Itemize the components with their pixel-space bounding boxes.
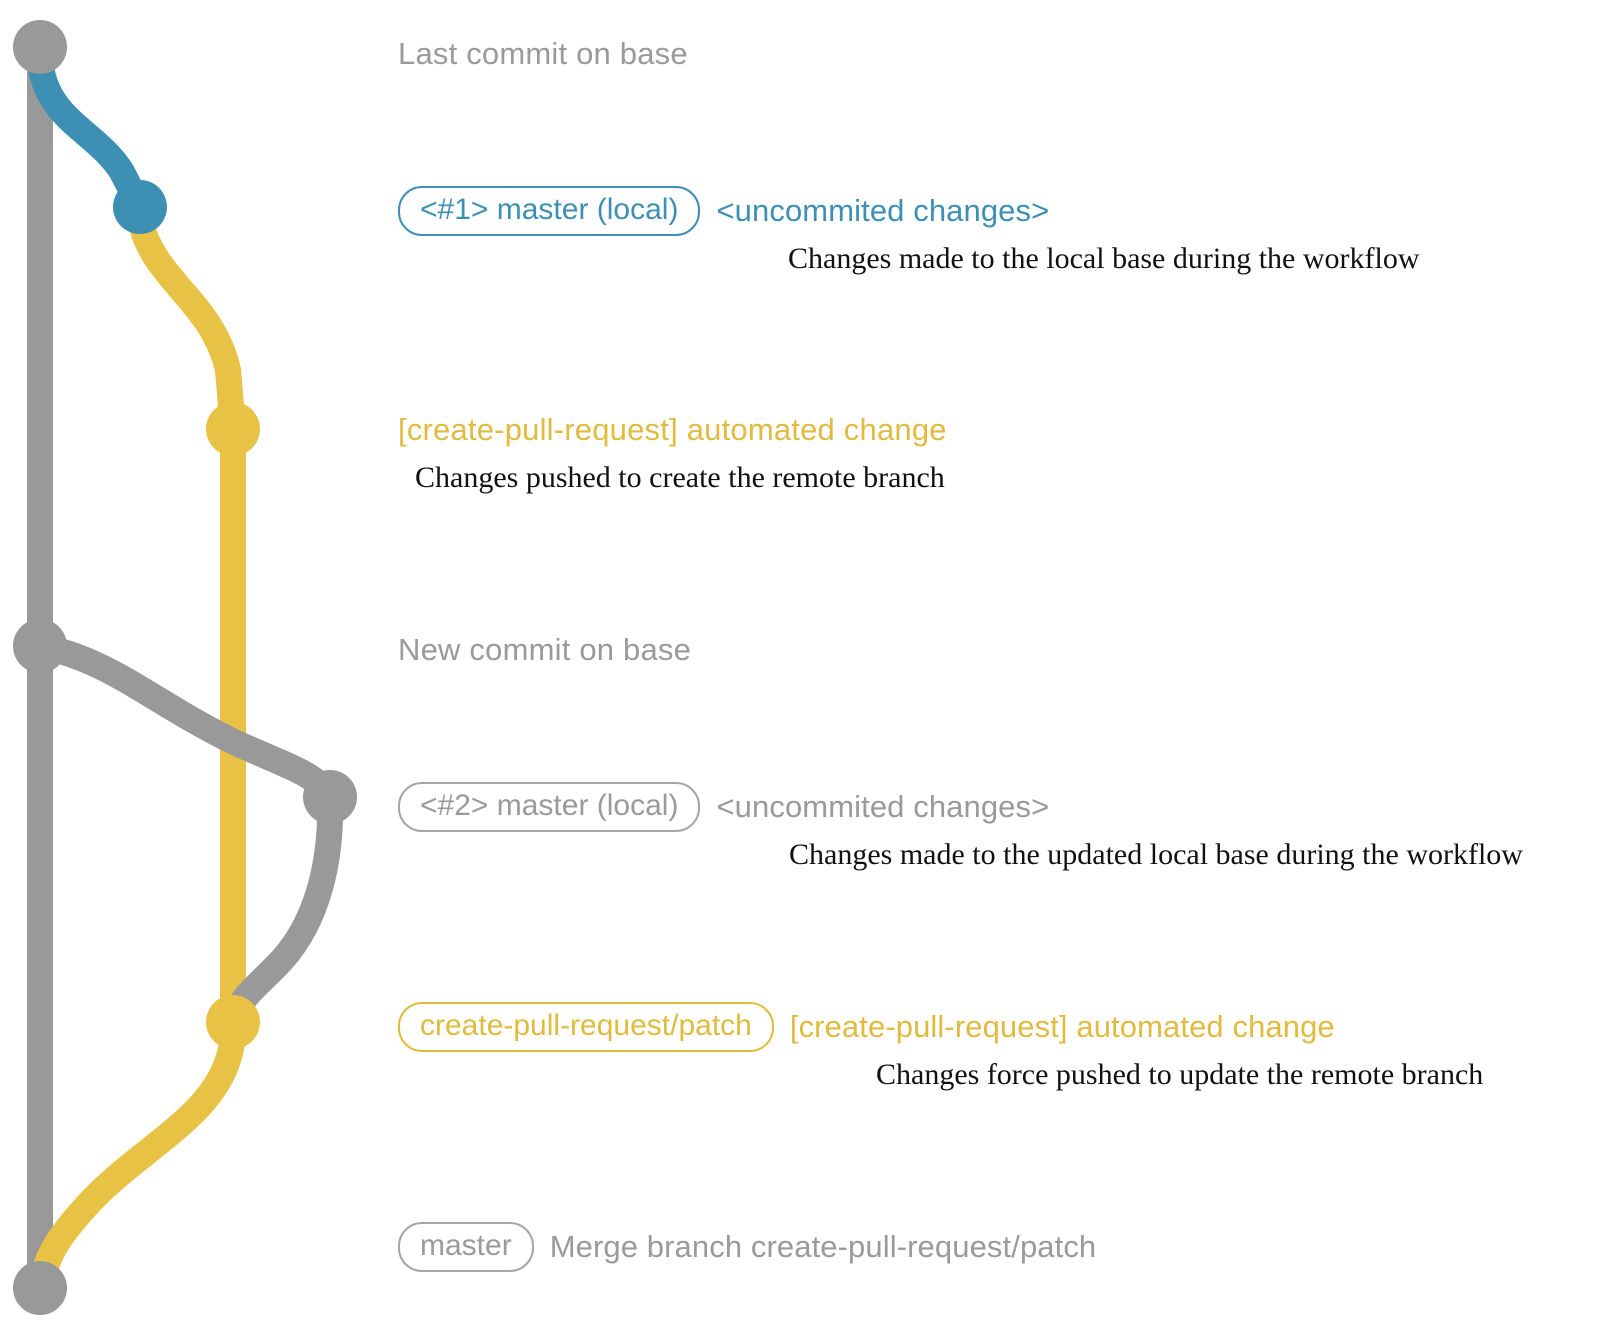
commit-node-base-new[interactable] (13, 619, 67, 673)
commit-row-automated-1: [create-pull-request] automated change (398, 412, 947, 448)
commit-message-patch: [create-pull-request] automated change (789, 1009, 1335, 1044)
commit-row-last-commit: Last commit on base (398, 36, 688, 72)
commit-row-local-1: <#1> master (local) <uncommited changes> (398, 186, 1049, 236)
commit-row-master: master Merge branch create-pull-request/… (398, 1222, 1096, 1272)
commit-node-local-1[interactable] (113, 180, 167, 234)
commit-description-patch: Changes force pushed to update the remot… (876, 1058, 1484, 1091)
commit-node-merge[interactable] (13, 1261, 67, 1315)
commit-node-base-head[interactable] (13, 20, 67, 74)
commit-message-last-commit: Last commit on base (398, 36, 688, 71)
branch-ref-pill-local-1[interactable]: <#1> master (local) (398, 186, 701, 236)
commit-message-new-commit: New commit on base (398, 632, 692, 667)
commit-description-automated-1: Changes pushed to create the remote bran… (415, 461, 945, 494)
commit-row-new-commit: New commit on base (398, 632, 691, 668)
patch-branch-1-line (127, 206, 246, 442)
branch-ref-pill-master[interactable]: master (398, 1222, 534, 1272)
commit-description-local-1: Changes made to the local base during th… (788, 242, 1420, 275)
local-branch-1-line (27, 45, 153, 220)
commit-message-automated-1: [create-pull-request] automated change (398, 412, 947, 447)
merge-curve-line (27, 1021, 246, 1301)
commit-row-local-2: <#2> master (local) <uncommited changes> (398, 782, 1049, 832)
commit-node-patch-1[interactable] (206, 402, 260, 456)
branch-ref-pill-local-2[interactable]: <#2> master (local) (398, 782, 701, 832)
commit-node-patch-2[interactable] (206, 995, 260, 1049)
local-branch-2-line (27, 633, 343, 810)
branch-ref-pill-patch[interactable]: create-pull-request/patch (398, 1002, 774, 1052)
commit-description-local-2: Changes made to the updated local base d… (789, 838, 1523, 871)
commit-message-local-2: <uncommited changes> (716, 789, 1050, 824)
commit-row-patch: create-pull-request/patch [create-pull-r… (398, 1002, 1335, 1052)
commit-node-local-2[interactable] (303, 770, 357, 824)
commit-message-master: Merge branch create-pull-request/patch (549, 1229, 1097, 1264)
commit-message-local-1: <uncommited changes> (716, 193, 1050, 228)
